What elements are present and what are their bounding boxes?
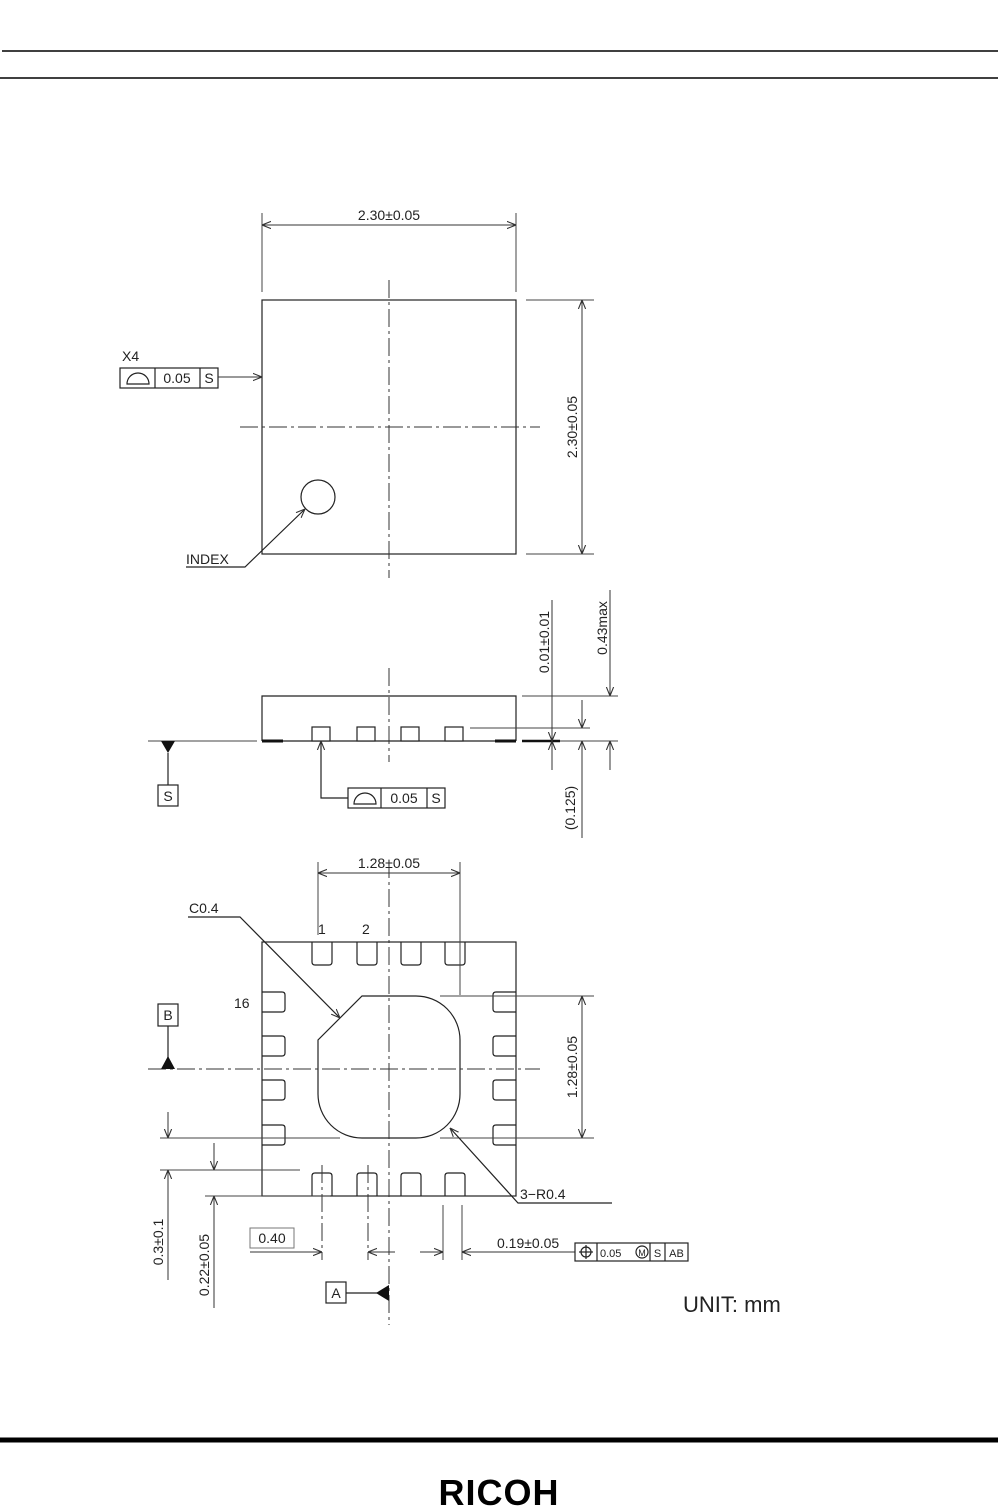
coplanarity-control-frame: 0.05 S (347, 787, 446, 809)
bottom-pads (262, 942, 516, 1196)
fcf-tolerance: 0.05 (390, 790, 417, 806)
mmc-modifier: M (638, 1248, 646, 1258)
surface-profile-icon (126, 372, 150, 385)
position-icon (579, 1245, 593, 1259)
top-view: 2.30±0.05 2.30±0.05 X4 0.05 S INDEX (119, 207, 594, 578)
position-control-frame: 0.05 M S AB (574, 1242, 689, 1262)
side-pads (311, 726, 464, 742)
flatness-control-frame: 0.05 S (119, 367, 219, 389)
radius-label: 3−R0.4 (520, 1186, 566, 1202)
datum-s-label: S (163, 788, 172, 804)
pin-16-label: 16 (234, 995, 250, 1011)
exposed-pad (317, 995, 461, 1139)
epad-height-dimension: 1.28±0.05 (564, 1036, 580, 1098)
fcf-tolerance: 0.05 (600, 1248, 621, 1260)
fcf-datum: S (431, 790, 440, 806)
datum-b-triangle (161, 1056, 175, 1069)
chamfer-label: C0.4 (189, 900, 219, 916)
side-view: S 0.05 S 0.01±0.01 0.43max (0.125) (148, 590, 618, 838)
datum-b-label: B (163, 1007, 172, 1023)
fcf-tolerance: 0.05 (163, 370, 190, 386)
package-height-dimension: 0.43max (594, 601, 610, 655)
width-dimension: 2.30±0.05 (358, 207, 420, 223)
ricoh-logo: RICOH (439, 1472, 560, 1508)
datum-s-triangle (161, 741, 175, 753)
pitch-dimension: 0.40 (258, 1230, 285, 1246)
datum-a-label: A (331, 1285, 341, 1301)
index-label: INDEX (186, 551, 229, 567)
surface-profile-icon (353, 792, 377, 805)
dim-0-22: 0.22±0.05 (196, 1234, 212, 1296)
pad-width-dimension: 0.19±0.05 (497, 1235, 559, 1251)
fcf-datum: S (204, 370, 213, 386)
flatness-count: X4 (122, 348, 139, 364)
fcf-datum-1: S (654, 1248, 661, 1260)
standoff-dimension: 0.01±0.01 (536, 611, 552, 673)
unit-label: UNIT: mm (683, 1292, 781, 1317)
bottom-view: 1.28±0.05 1 2 16 C0.4 B 1.28±0.05 3−R0.4… (148, 855, 689, 1325)
datum-a-triangle (376, 1285, 389, 1301)
pad-height-dimension: (0.125) (562, 786, 578, 830)
fcf-datum-2: AB (669, 1248, 684, 1260)
pin-1-label: 1 (318, 921, 326, 937)
height-dimension: 2.30±0.05 (564, 396, 580, 458)
pin-2-label: 2 (362, 921, 370, 937)
dim-0-3: 0.3±0.1 (150, 1218, 166, 1265)
pad-span-dimension: 1.28±0.05 (358, 855, 420, 871)
index-mark (300, 479, 336, 515)
